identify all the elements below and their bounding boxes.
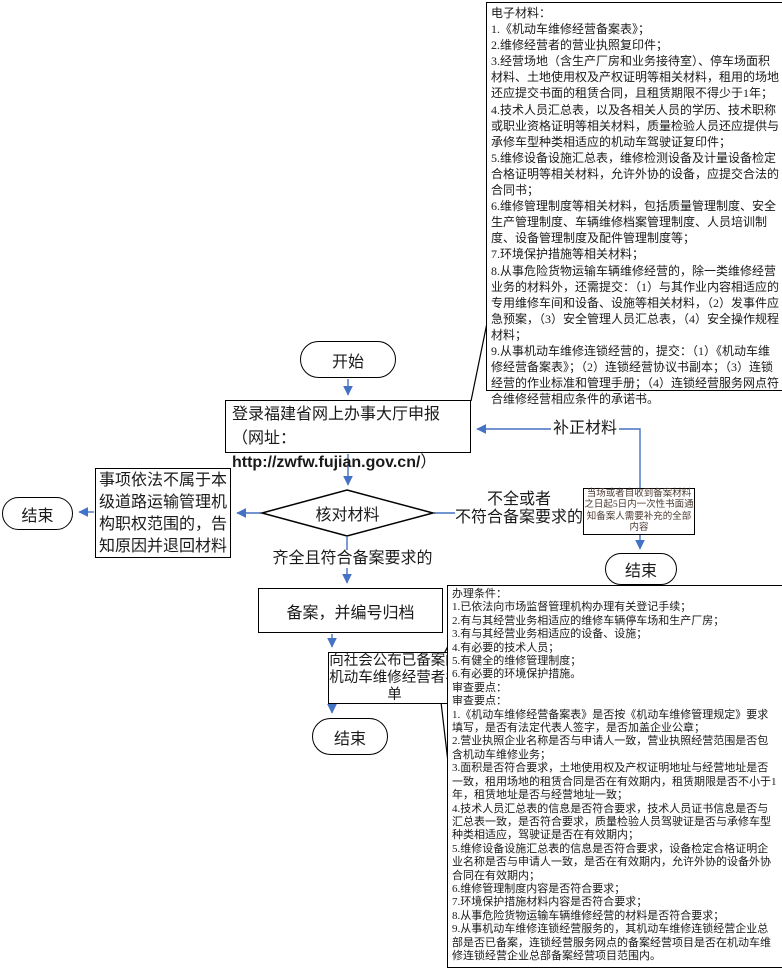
electronic-materials-note: 电子材料： 1.《机动车维修经营备案表》；2.维修经营者的营业执照复印件；3.经营… [486,2,782,406]
branch-complete-label: 齐全且符合备案要求的 [265,550,440,568]
note-line: 6.有必要的环境保护措施。 [452,668,582,681]
supplement-notice-text: 当场或者自收到备案材料之日起5日内一次性书面通知备案人需要补充的全部内容 [584,488,694,534]
start-label: 开始 [331,353,364,371]
note-line: 3.经营场地（含生产厂房和业务接待室）、停车场面积材料、土地使用权及产权证明等相… [491,54,780,101]
note-line: 7.环境保护措施等相关材料； [491,247,645,262]
note-line: 5.维修设备设施汇总表的信息是否符合要求，设备检定合格证明企业名称是否与申请人一… [452,842,771,882]
correction-label: 补正材料 [551,420,619,438]
conditions-review-text: 办理条件：1.已依法向市场监督管理机构办理有关登记手续；2.有与其经营业务相适应… [448,586,782,965]
check-decision-label: 核对材料 [315,507,380,524]
end-left-label: 结束 [21,507,54,525]
note-line: 电子材料： [491,6,552,20]
branch-incomplete-label: 不全或者 不符合备案要求的 [455,491,584,527]
end-terminator-right: 结束 [605,553,677,585]
reject-label: 事项依法不属于本级道路运输管理机构职权范围的，告知原因并退回材料 [99,472,228,555]
note-line: 办理条件： [452,588,507,600]
note-line: 6.维修管理制度内容是否符合要求； [452,882,626,895]
note-line: 2.有与其经营业务相适应的维修车辆停车场和生产厂房； [452,614,725,627]
arrow-correction-to-login [476,424,641,488]
note-line: 8.从事危险货物运输车辆维修经营的材料是否符合要求； [452,909,725,922]
note-line: 3.面积是否符合要求，土地使用权及产权证明地址与经营地址是否一致，租用场地的租赁… [452,762,777,802]
note-line: 5.有健全的维修管理制度； [452,655,582,668]
note-line: 9.从事机动车维修连锁经营的，提交：（1）《机动车维修经营备案表》；（2）连锁经… [491,343,780,407]
note-line: 6.维修管理制度等相关材料，包括质量管理制度、安全生产管理制度、车辆维修档案管理… [491,199,777,246]
login-label: 登录福建省网上办事大厅申报（网址：http://zwfw.fujian.gov.… [232,406,441,471]
note-line: 2.营业执照企业名称是否与申请人一致，营业执照经营范围是否包含机动车维修业务； [452,735,769,761]
check-decision-diamond [259,489,436,537]
conditions-review-note: 办理条件：1.已依法向市场监督管理机构办理有关登记手续；2.有与其经营业务相适应… [447,585,782,968]
note-line: 1.《机动车维修经营备案表》； [491,22,651,37]
note-line: 3.有与其经营业务相适应的设备、设施； [452,628,648,641]
note-line: 4.技术人员汇总表，以及各相关人员的学历、技术职称或职业资格证明等相关材料，质量… [491,102,780,149]
note-line: 7.环境保护措施材料内容是否符合要求； [452,896,648,909]
note-line: 1.《机动车维修经营备案表》是否按《机动车维修管理规定》要求填写，是否有法定代表… [452,708,769,735]
note-line: 9.从事机动车维修连锁经营服务的，其机动车维修连锁经营企业总部是否已备案，连锁经… [452,923,771,962]
supplement-notice-box: 当场或者自收到备案材料之日起5日内一次性书面通知备案人需要补充的全部内容 [583,488,695,535]
note-line: 4.技术人员汇总表的信息是否符合要求，技术人员证书信息是否与汇总表一致，是否符合… [452,802,771,842]
end-bottom-label: 结束 [333,730,366,748]
callout-leader-top-note [470,322,488,402]
electronic-materials-text: 电子材料： 1.《机动车维修经营备案表》；2.维修经营者的营业执照复印件；3.经营… [487,3,782,409]
publish-process-box: 向社会公布已备案的机动车维修经营者名单 [328,652,461,704]
record-process-box: 备案，并编号归档 [258,588,443,633]
note-line: 1.已依法向市场监督管理机构办理有关登记手续； [452,601,692,614]
note-line: 审查要点： [452,681,507,694]
note-line: 8.从事危险货物运输车辆维修经营的，除一类维修经营业务的材料外，还需提交：（1）… [491,263,780,342]
note-line: 5.维修设备设施汇总表，维修检测设备及计量设备检定合格证明等相关材料，允许外协的… [491,150,780,198]
start-terminator: 开始 [300,341,396,378]
reject-process-box: 事项依法不属于本级道路运输管理机构职权范围的，告知原因并退回材料 [95,468,231,558]
end-right-label: 结束 [624,563,657,580]
end-terminator-bottom: 结束 [312,718,388,755]
note-line: 审查要点： [452,695,507,708]
portal-url: http://zwfw.fujian.gov.cn/ [232,454,421,471]
end-terminator-left: 结束 [2,497,73,530]
note-line: 2.维修经营者的营业执照复印件； [491,38,669,53]
note-line: 4.有必要的技术人员； [452,641,560,654]
login-process-box: 登录福建省网上办事大厅申报（网址：http://zwfw.fujian.gov.… [225,400,471,471]
